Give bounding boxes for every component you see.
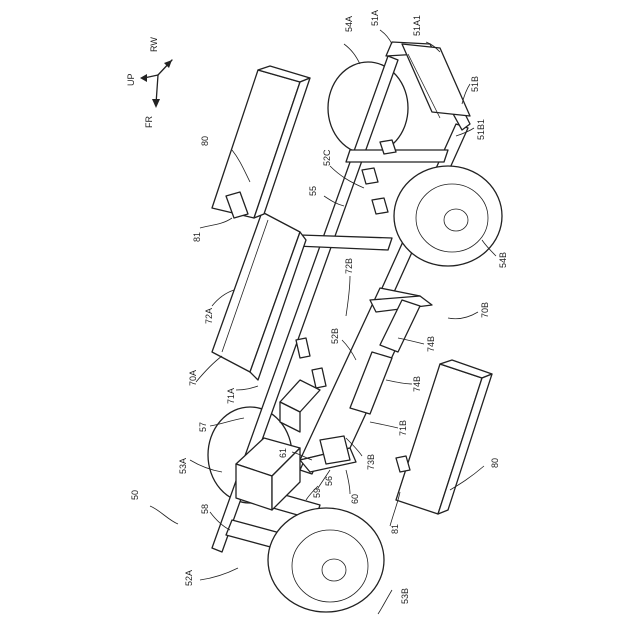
- label-61: 61: [278, 448, 288, 458]
- wheel-54b: [394, 166, 502, 266]
- label-80-top: 80: [200, 136, 210, 146]
- direction-fr: FR: [144, 116, 154, 128]
- label-52c: 52C: [322, 149, 332, 166]
- label-53b: 53B: [400, 588, 410, 604]
- label-74b-upper: 74B: [426, 336, 436, 352]
- label-81-bottom: 81: [390, 524, 400, 534]
- wheel-53b: [268, 508, 384, 612]
- label-58: 58: [200, 504, 210, 514]
- label-52b: 52B: [330, 328, 340, 344]
- label-52a: 52A: [184, 570, 194, 586]
- label-53a: 53A: [178, 458, 188, 474]
- label-70b: 70B: [480, 302, 490, 318]
- label-71a: 71A: [226, 388, 236, 404]
- label-51b: 51B: [470, 76, 480, 92]
- label-70a: 70A: [188, 370, 198, 386]
- label-51a: 51A: [370, 10, 380, 26]
- label-72a: 72A: [204, 308, 214, 324]
- label-80-bottom: 80: [490, 458, 500, 468]
- label-55: 55: [308, 186, 318, 196]
- label-81-top: 81: [192, 232, 202, 242]
- label-54a: 54A: [344, 16, 354, 32]
- label-72b: 72B: [344, 258, 354, 274]
- label-74b-lower: 74B: [412, 376, 422, 392]
- label-71b: 71B: [398, 420, 408, 436]
- label-73b: 73B: [366, 454, 376, 470]
- direction-axes: [140, 60, 172, 108]
- battery-80-top: [212, 66, 310, 218]
- direction-up: UP: [126, 73, 136, 86]
- label-56: 56: [324, 476, 334, 486]
- label-51a1: 51A1: [412, 15, 422, 36]
- label-57: 57: [198, 422, 208, 432]
- label-50: 50: [130, 490, 140, 500]
- label-60: 60: [350, 494, 360, 504]
- direction-rw: RW: [149, 37, 159, 52]
- label-54b: 54B: [498, 252, 508, 268]
- label-51b1: 51B1: [476, 119, 486, 140]
- battery-80-bottom: [396, 360, 492, 514]
- label-59: 59: [312, 488, 322, 498]
